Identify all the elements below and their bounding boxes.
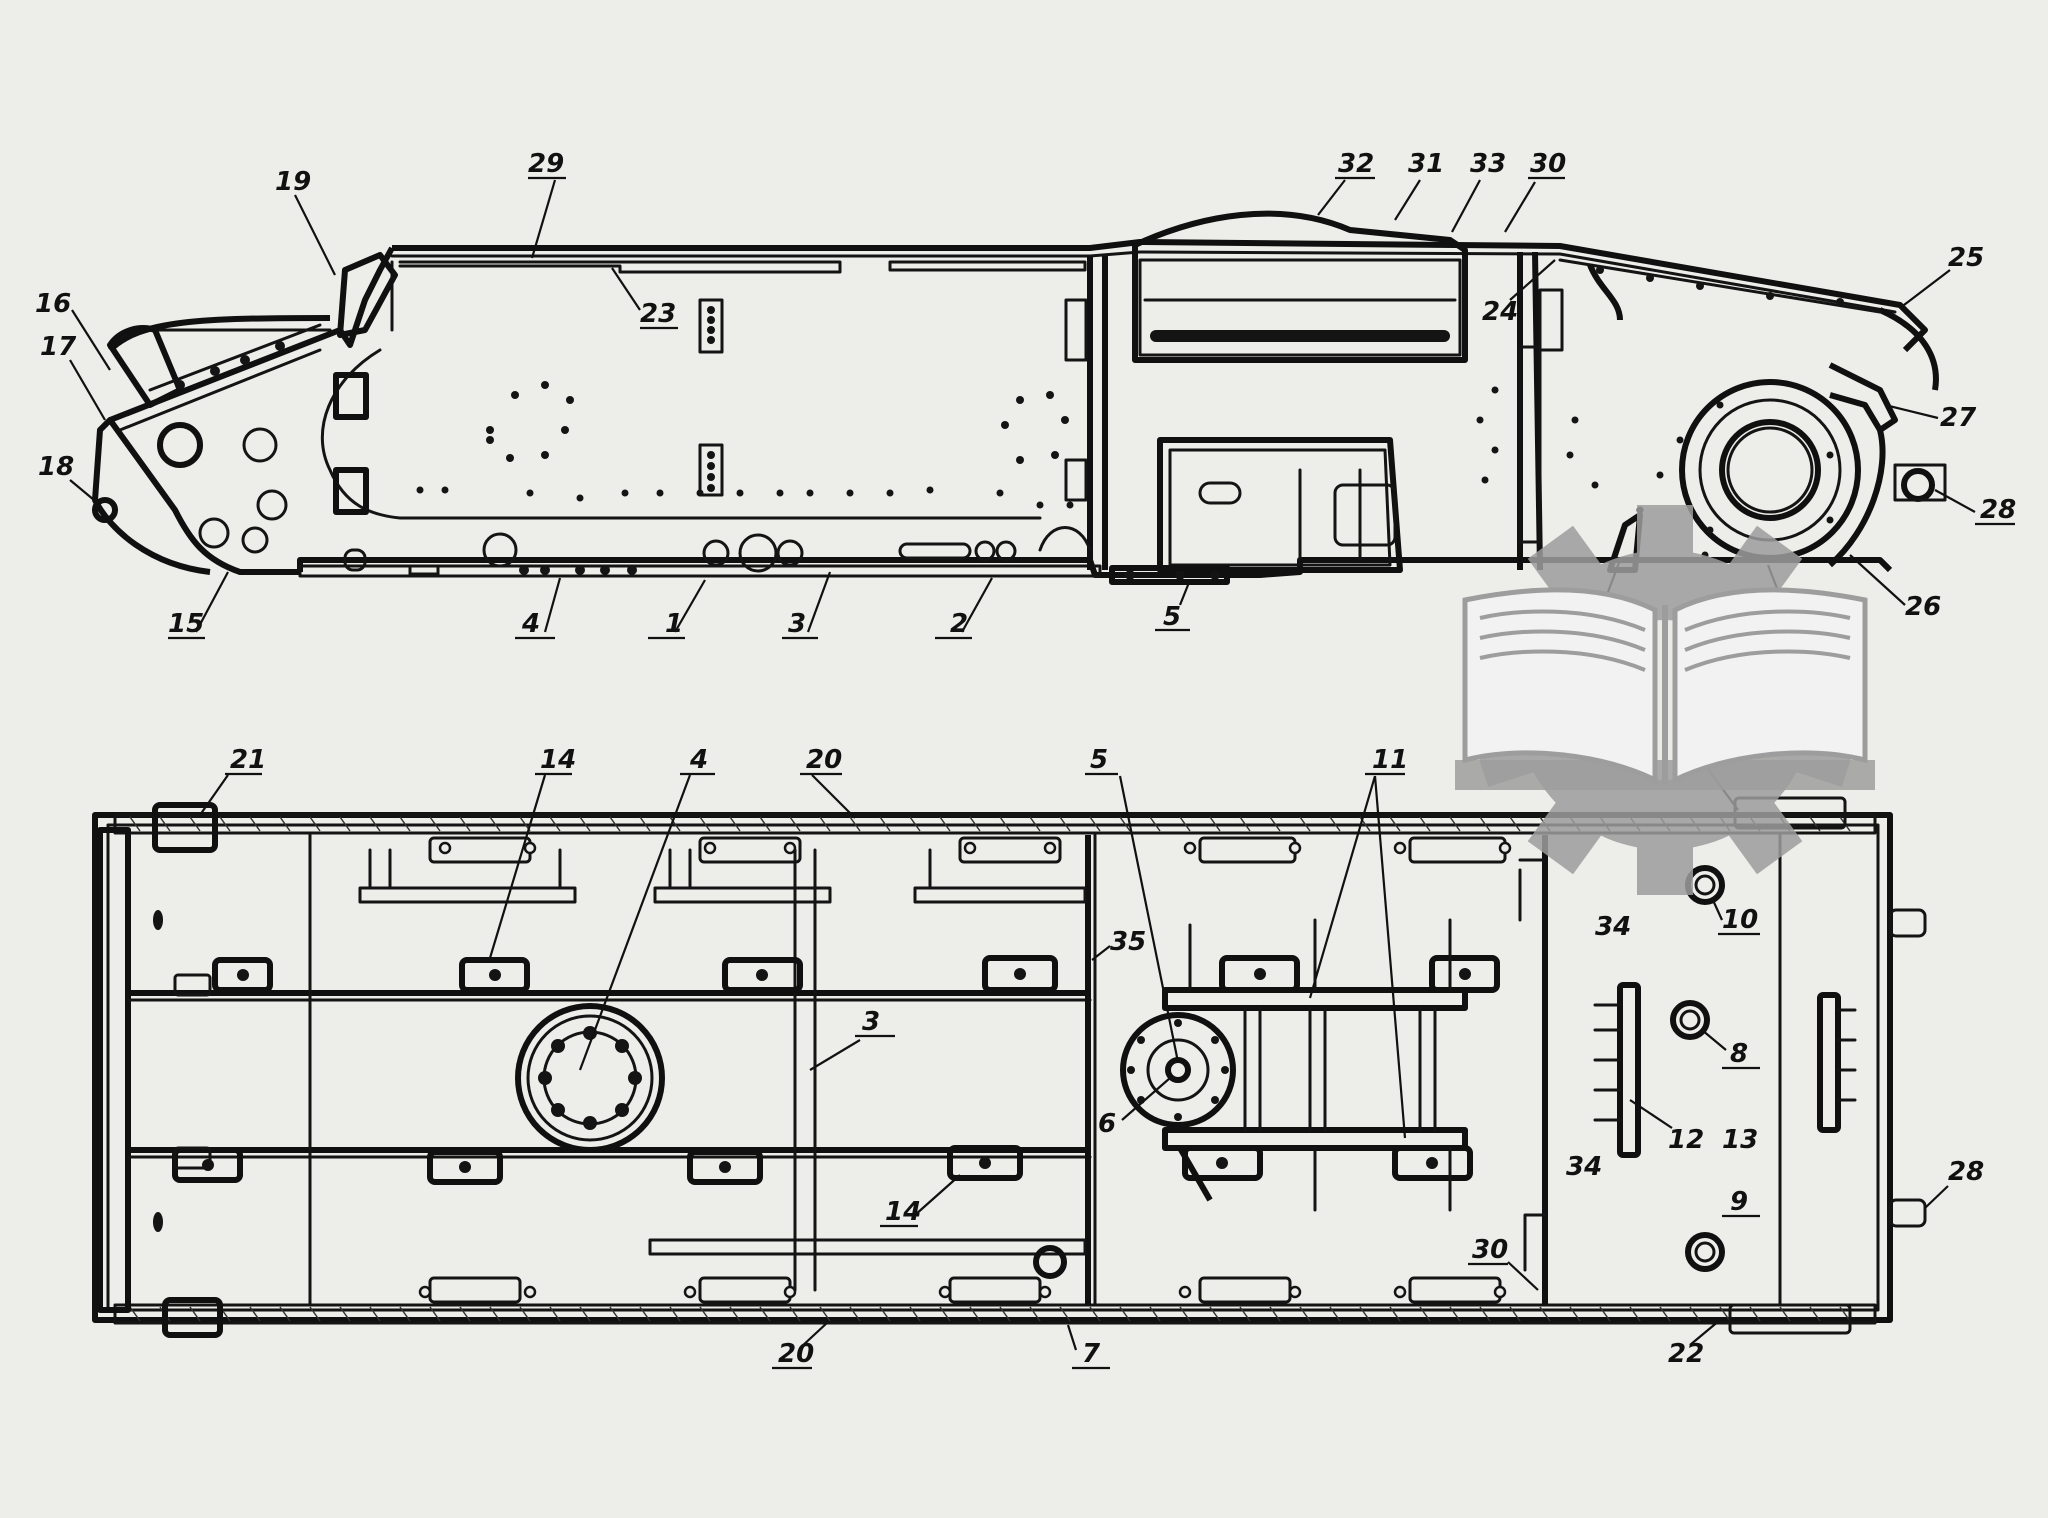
svg-text:10: 10	[1722, 905, 1758, 935]
svg-text:8: 8	[1730, 1039, 1748, 1069]
callout-11: 11	[1308, 745, 1408, 1139]
callout-20-bottom: 20	[772, 1321, 829, 1370]
top-brackets	[428, 836, 1512, 864]
callout-12-plan: 12	[1629, 1099, 1704, 1155]
svg-text:30: 30	[1472, 1235, 1508, 1265]
svg-text:34: 34	[1595, 912, 1631, 942]
svg-text:18: 18	[38, 452, 74, 482]
callout-24: 24	[1482, 259, 1556, 327]
svg-text:4: 4	[689, 745, 708, 775]
callout-16: 16	[35, 289, 111, 371]
callout-34-top: 34	[1595, 912, 1631, 942]
callout-14-top: 14	[488, 745, 576, 959]
svg-text:23: 23	[640, 299, 676, 329]
svg-text:21: 21	[230, 745, 266, 775]
svg-text:17: 17	[40, 332, 77, 362]
bottom-brackets	[418, 1276, 1507, 1304]
callout-19: 19	[275, 167, 336, 276]
callout-13-plan: 13	[1722, 1125, 1758, 1155]
svg-text:13: 13	[1722, 1125, 1758, 1155]
callout-34-bottom: 34	[1566, 1152, 1602, 1182]
torsion-bar-mounts	[172, 955, 1500, 1185]
callout-14-bottom: 14	[880, 1174, 961, 1228]
callout-23: 23	[611, 267, 678, 330]
svg-text:30: 30	[1530, 149, 1566, 179]
callout-29: 29	[528, 149, 566, 259]
open-book-gear-icon	[1455, 505, 1875, 895]
svg-text:32: 32	[1338, 149, 1374, 179]
callout-26: 26	[1849, 554, 1941, 622]
svg-text:5: 5	[1090, 745, 1108, 775]
callout-21: 21	[199, 745, 266, 816]
svg-text:20: 20	[806, 745, 842, 775]
svg-text:3: 3	[788, 609, 806, 639]
svg-text:9: 9	[1730, 1187, 1748, 1217]
svg-text:34: 34	[1566, 1152, 1602, 1182]
callout-labels: 29 19 16 17 18 15 23	[35, 149, 2016, 1370]
callout-4-side: 4	[515, 577, 562, 640]
callout-6: 6	[1098, 1077, 1171, 1139]
callout-22-bottom: 22	[1668, 1319, 1721, 1369]
svg-text:31: 31	[1408, 149, 1444, 179]
svg-text:5: 5	[1163, 602, 1181, 632]
svg-text:16: 16	[35, 289, 71, 319]
callout-5-side: 5	[1155, 579, 1192, 632]
callout-17: 17	[40, 332, 106, 421]
svg-text:24: 24	[1482, 297, 1518, 327]
svg-text:35: 35	[1110, 927, 1146, 957]
callout-27: 27	[1884, 403, 1977, 433]
svg-text:4: 4	[521, 609, 540, 639]
callout-9: 9	[1722, 1187, 1760, 1218]
callout-30-side: 30	[1504, 149, 1566, 233]
callout-20-top: 20	[800, 745, 856, 819]
svg-text:12: 12	[1668, 1125, 1704, 1155]
side-view-bolts	[416, 381, 1834, 559]
svg-text:26: 26	[1905, 592, 1941, 622]
svg-text:1: 1	[665, 609, 683, 639]
callout-31: 31	[1394, 149, 1444, 221]
svg-text:6: 6	[1098, 1109, 1116, 1139]
callout-2: 2	[935, 577, 993, 640]
svg-text:22: 22	[1668, 1339, 1704, 1369]
svg-text:19: 19	[275, 167, 311, 197]
callout-4-plan: 4	[578, 745, 715, 1071]
svg-text:15: 15	[168, 609, 204, 639]
svg-text:14: 14	[885, 1197, 921, 1227]
callout-7: 7	[1066, 1324, 1110, 1370]
svg-text:7: 7	[1082, 1339, 1101, 1369]
svg-text:27: 27	[1940, 403, 1977, 433]
callout-10: 10	[1710, 897, 1760, 936]
plan-view-hull	[92, 796, 1927, 1338]
svg-text:14: 14	[540, 745, 576, 775]
svg-text:20: 20	[778, 1339, 814, 1369]
svg-text:25: 25	[1948, 243, 1984, 273]
callout-32: 32	[1317, 149, 1375, 216]
svg-text:29: 29	[528, 149, 564, 179]
callout-3-plan: 3	[809, 1007, 895, 1071]
callout-25: 25	[1899, 243, 1984, 309]
svg-text:2: 2	[950, 609, 968, 639]
callout-28-plan: 28	[1924, 1157, 1984, 1209]
callout-8: 8	[1701, 1029, 1760, 1070]
callout-30-plan: 30	[1468, 1235, 1539, 1291]
callout-33: 33	[1451, 149, 1506, 233]
callout-28-side: 28	[1934, 489, 2016, 526]
svg-text:3: 3	[862, 1007, 880, 1037]
svg-text:33: 33	[1470, 149, 1506, 179]
svg-text:11: 11	[1372, 745, 1408, 775]
callout-35: 35	[1091, 927, 1146, 961]
callout-1: 1	[648, 579, 706, 640]
callout-3-side: 3	[782, 571, 832, 640]
callout-5-plan: 5	[1085, 745, 1180, 1063]
svg-text:28: 28	[1980, 495, 2016, 525]
callout-18: 18	[38, 452, 101, 506]
svg-text:28: 28	[1948, 1157, 1984, 1187]
callout-15: 15	[168, 571, 229, 640]
